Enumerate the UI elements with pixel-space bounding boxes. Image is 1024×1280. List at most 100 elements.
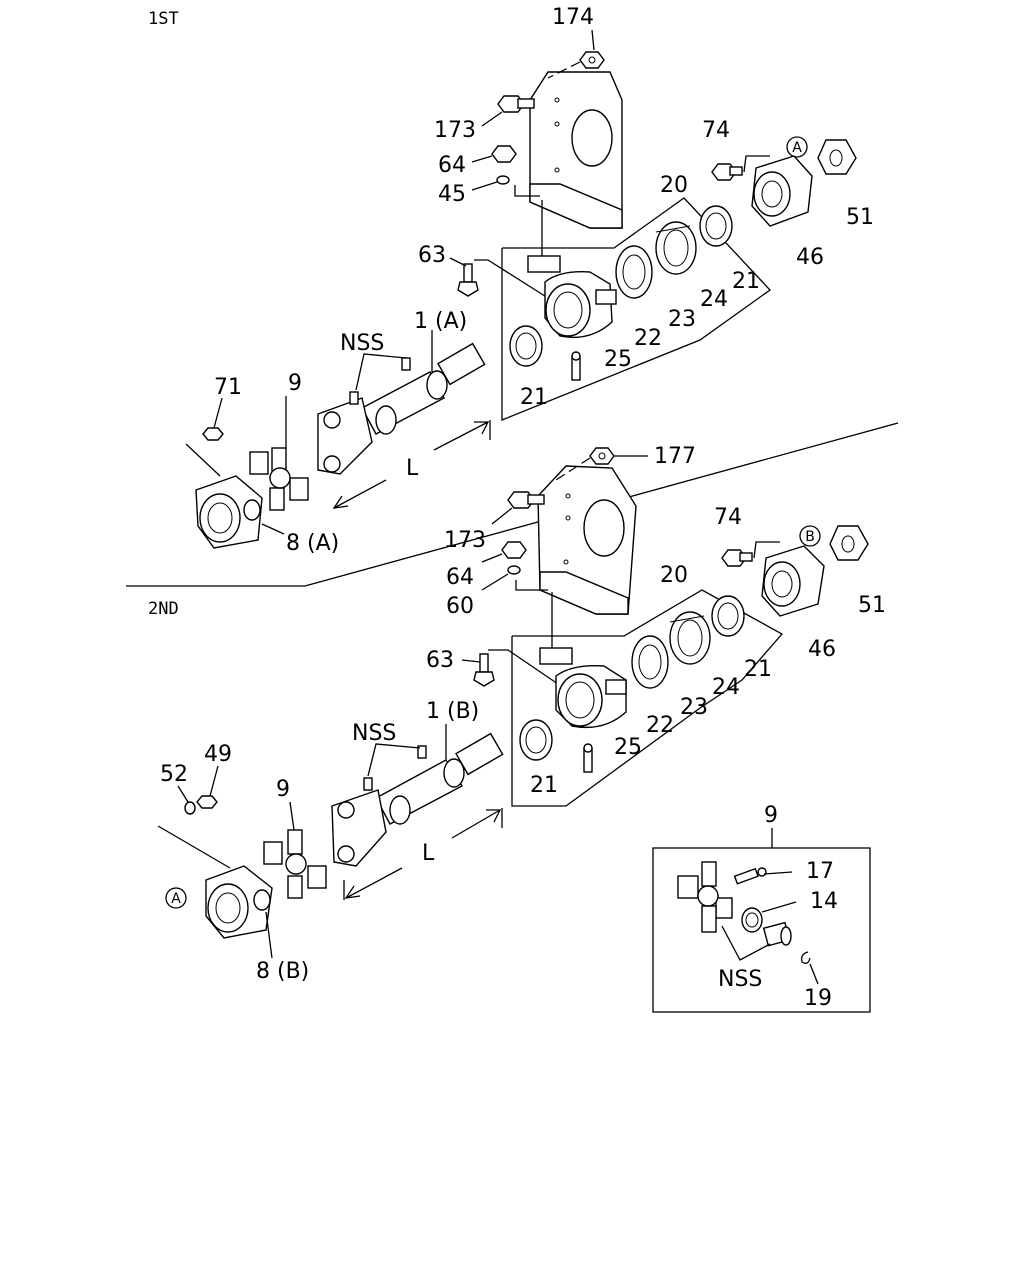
label-173-1st: 173 (434, 118, 476, 143)
seal-21-left-2nd (519, 719, 553, 761)
dimension-label-l-2nd: L (422, 841, 435, 866)
label-nss-2nd: NSS (352, 721, 396, 746)
universal-joint-9-2nd (263, 829, 327, 899)
center-bearing-support-22-2nd (539, 647, 627, 729)
mounting-bracket-2nd (537, 465, 637, 615)
label-52: 52 (160, 762, 188, 787)
bearing-23-1st (615, 245, 653, 299)
bearing-group-box-1st (501, 197, 771, 421)
snap-ring-19 (800, 951, 811, 964)
callout-a-2nd: A (171, 891, 181, 907)
nut-177 (589, 447, 615, 465)
nut-71 (202, 427, 224, 441)
label-24-1st: 24 (700, 287, 728, 312)
seal-21-right-2nd (711, 595, 745, 637)
label-17: 17 (806, 859, 834, 884)
mounting-bracket-1st (529, 71, 623, 229)
bolt-74-1st (711, 163, 743, 181)
label-74-1st: 74 (702, 118, 730, 143)
bearing-cup (762, 921, 792, 947)
label-74-2nd: 74 (714, 505, 742, 530)
label-25-1st: 25 (604, 347, 632, 372)
label-21-upper-2nd: 21 (744, 657, 772, 682)
label-9-2nd: 9 (276, 777, 290, 802)
companion-flange-46-2nd (761, 545, 825, 617)
label-23-1st: 23 (668, 307, 696, 332)
label-24-2nd: 24 (712, 675, 740, 700)
nut-49 (196, 795, 218, 809)
label-46-1st: 46 (796, 245, 824, 270)
flange-8a (195, 475, 263, 549)
dimension-label-l-1st: L (406, 456, 419, 481)
label-1a: 1 (A) (414, 309, 467, 334)
nut-174-1st (579, 51, 605, 69)
label-20-1st: 20 (660, 173, 688, 198)
grease-nipple-25-2nd (583, 743, 593, 773)
label-51-2nd: 51 (858, 593, 886, 618)
label-1b: 1 (B) (426, 699, 479, 724)
seal-14 (741, 907, 763, 933)
label-60: 60 (446, 594, 474, 619)
label-64-2nd: 64 (446, 565, 474, 590)
callout-b: B (805, 529, 815, 545)
label-9-detail: 9 (764, 803, 778, 828)
universal-joint-9-1st (249, 447, 309, 511)
label-8b: 8 (B) (256, 959, 309, 984)
nut-64-2nd (501, 541, 527, 559)
center-bearing-support-22-1st (527, 255, 617, 339)
nut-51-1st (817, 139, 857, 175)
label-173-2nd: 173 (444, 528, 486, 553)
bolt-63-1st (457, 263, 479, 297)
grease-nipple-25-1st (571, 351, 581, 381)
callout-circle-a-1st (786, 136, 808, 158)
callout-a-1st: A (792, 140, 802, 156)
nut-51-2nd (829, 525, 869, 561)
label-19: 19 (804, 986, 832, 1011)
washer-60 (507, 565, 521, 575)
bearing-23-2nd (631, 635, 669, 689)
section-divider (126, 422, 899, 587)
label-20-2nd: 20 (660, 563, 688, 588)
label-71: 71 (214, 375, 242, 400)
flange-8b (205, 865, 273, 939)
label-25-2nd: 25 (614, 735, 642, 760)
collar-24-1st (655, 221, 697, 275)
seal-21-left-1st (509, 325, 543, 367)
label-49: 49 (204, 742, 232, 767)
label-63-2nd: 63 (426, 648, 454, 673)
label-21-lower-2nd: 21 (530, 773, 558, 798)
bolt-74-2nd (721, 549, 753, 567)
label-63-1st: 63 (418, 243, 446, 268)
label-22-1st: 22 (634, 326, 662, 351)
nut-52 (184, 801, 196, 815)
label-21-upper-1st: 21 (732, 269, 760, 294)
section-label-1st: 1ST (148, 9, 179, 29)
label-23-2nd: 23 (680, 695, 708, 720)
bolt-63-2nd (473, 653, 495, 687)
collar-24-2nd (669, 611, 711, 665)
companion-flange-46-1st (751, 155, 813, 227)
label-8a: 8 (A) (286, 531, 339, 556)
nut-64-1st (491, 145, 517, 163)
washer-45 (496, 175, 510, 185)
label-177: 177 (654, 444, 696, 469)
bolt-173-2nd (507, 491, 545, 509)
callout-circle-a-2nd (165, 887, 187, 909)
grease-fitting-17 (733, 867, 767, 885)
propeller-shaft-1a (317, 342, 486, 475)
bolt-173-1st (497, 95, 535, 113)
label-14: 14 (810, 889, 838, 914)
section-label-2nd: 2ND (148, 599, 179, 619)
universal-joint-detail-box (652, 847, 871, 1013)
callout-circle-b (799, 525, 821, 547)
label-45: 45 (438, 182, 466, 207)
label-46-2nd: 46 (808, 637, 836, 662)
label-21-lower-1st: 21 (520, 385, 548, 410)
label-174: 174 (552, 5, 594, 30)
seal-21-right-1st (699, 205, 733, 247)
label-22-2nd: 22 (646, 713, 674, 738)
propeller-shaft-1b (331, 732, 504, 867)
label-9-1st: 9 (288, 371, 302, 396)
label-nss-detail: NSS (718, 967, 762, 992)
